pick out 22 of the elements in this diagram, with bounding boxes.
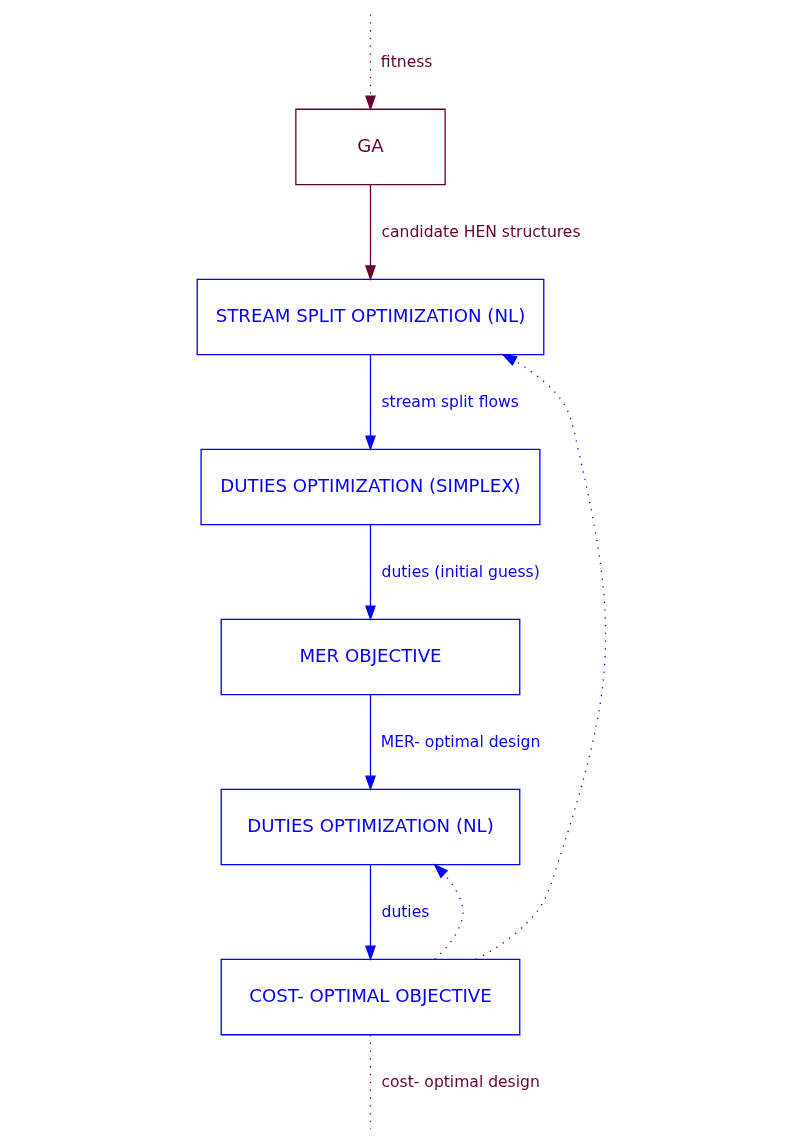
arrow	[364, 524, 376, 622]
edge-label: fitness	[380, 52, 432, 71]
arrow	[364, 184, 376, 281]
arrow	[475, 353, 606, 961]
edge-label: stream split flows	[381, 392, 519, 411]
node-box: DUTIES OPTIMIZATION (SIMPLEX)	[199, 448, 541, 526]
arrow	[432, 863, 464, 960]
edge-label: MER- optimal design	[380, 732, 540, 751]
node-box: DUTIES OPTIMIZATION (NL)	[220, 788, 520, 866]
connector	[369, 1034, 371, 1130]
node-box: STREAM SPLIT OPTIMIZATION (NL)	[196, 278, 544, 356]
edge-label: candidate HEN structures	[381, 222, 581, 241]
arrow	[364, 694, 376, 792]
arrow	[364, 864, 376, 962]
node-box: GA	[294, 108, 446, 186]
arrow	[364, 13, 376, 111]
arrow	[364, 354, 376, 451]
node-box: COST- OPTIMAL OBJECTIVE	[220, 958, 520, 1036]
edge-label: cost- optimal design	[381, 1072, 540, 1091]
node-box: MER OBJECTIVE	[220, 618, 520, 696]
edge-label: duties (initial guess)	[381, 562, 540, 581]
edge-label: duties	[381, 902, 429, 921]
